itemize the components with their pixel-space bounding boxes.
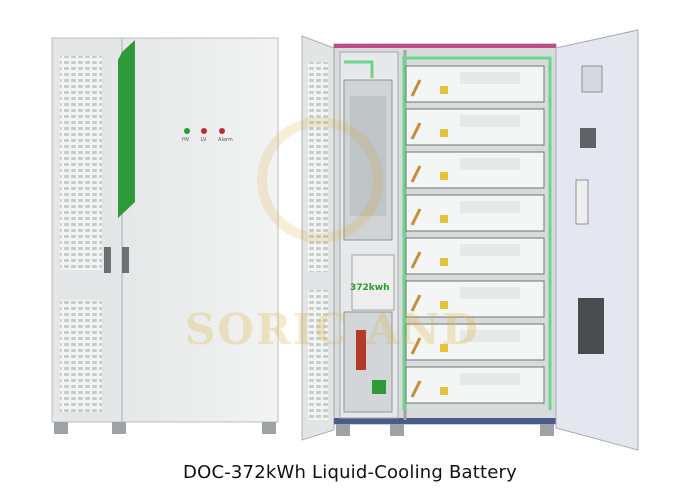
watermark-text: SORIC AND	[185, 305, 480, 354]
capacity-label: 372kwh	[350, 283, 390, 293]
open-cabinet	[301, 29, 639, 451]
door-handle-right	[122, 247, 129, 273]
battery-module	[405, 151, 545, 189]
battery-module	[405, 65, 545, 103]
battery-module	[405, 323, 545, 361]
battery-module	[405, 237, 545, 275]
battery-module	[405, 194, 545, 232]
alarm-indicator-light	[219, 128, 225, 134]
power-cables	[410, 79, 422, 398]
hv-label: HV	[182, 137, 190, 143]
hv-indicator-light	[184, 128, 190, 134]
vent-panel-bottom	[60, 300, 102, 412]
product-caption: DOC-372kWh Liquid-Cooling Battery	[183, 462, 517, 483]
alarm-label: Alarm	[218, 137, 233, 143]
lv-label: LV	[200, 137, 207, 143]
green-accent-stripe	[118, 40, 135, 218]
battery-module	[405, 280, 545, 318]
open-door-right	[555, 29, 639, 451]
door-handle-left	[104, 247, 111, 273]
closed-cabinet	[51, 37, 279, 434]
indicator-labels: HV LV Alarm	[182, 137, 243, 143]
switchgear	[343, 311, 393, 413]
battery-module	[405, 366, 545, 404]
vent-panel-top	[60, 56, 102, 270]
cooling-pipes	[344, 56, 552, 410]
lv-indicator-light	[201, 128, 207, 134]
product-photo	[51, 29, 639, 451]
battery-modules	[405, 65, 545, 404]
battery-module	[405, 108, 545, 146]
watermark-logo	[257, 117, 383, 243]
